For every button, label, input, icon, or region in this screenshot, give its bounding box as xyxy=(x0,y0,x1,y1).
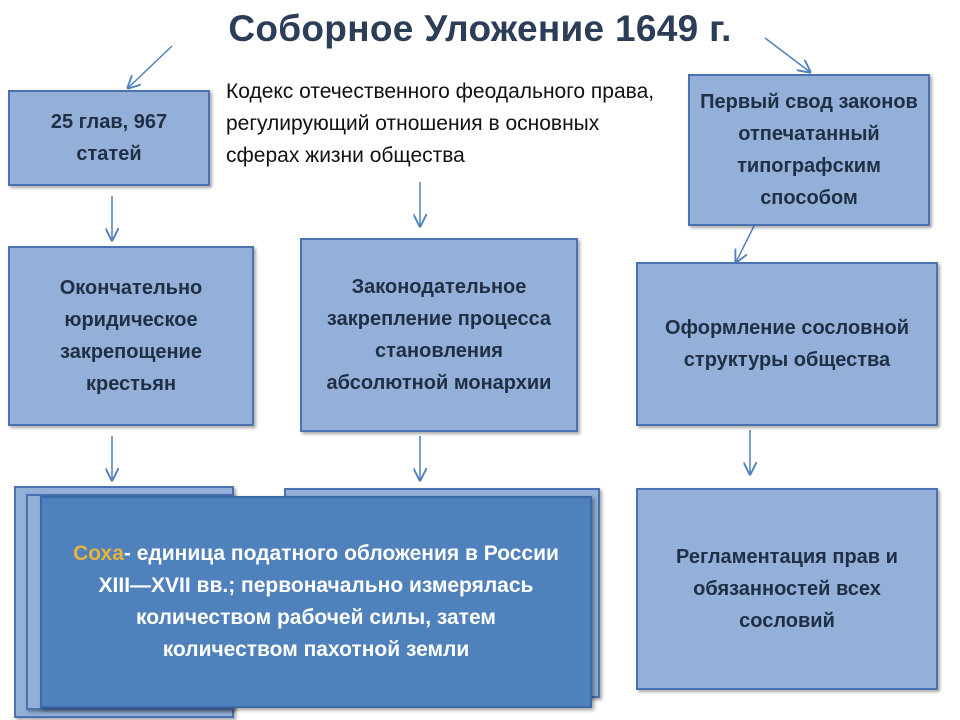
tooltip-definition: - единица податного обложения в России X… xyxy=(98,542,559,661)
box-serfdom: Окончательно юридическое закрепощение кр… xyxy=(8,246,254,426)
arrow-first-code-to-estates xyxy=(736,225,755,262)
code-description: Кодекс отечественного феодального права,… xyxy=(226,80,655,167)
definition-tooltip: Соха- единица податного обложения в Росс… xyxy=(40,496,592,708)
page-title: Соборное Уложение 1649 г. xyxy=(228,8,732,49)
box-chapters: 25 глав, 967 статей xyxy=(8,90,210,186)
box-regulation: Регламентация прав и обязанностей всех с… xyxy=(636,488,938,690)
tooltip-text: Соха- единица податного обложения в Росс… xyxy=(72,538,560,666)
tooltip-term: Соха xyxy=(73,542,124,565)
box-monarchy: Законодательное закрепление процесса ста… xyxy=(300,238,578,432)
box-estate-structure: Оформление сословной структуры общества xyxy=(636,262,938,426)
arrow-title-to-first-code xyxy=(764,37,810,72)
box-first-code: Первый свод законов отпечатанный типогра… xyxy=(688,74,930,226)
arrow-title-to-chapters xyxy=(128,45,173,88)
